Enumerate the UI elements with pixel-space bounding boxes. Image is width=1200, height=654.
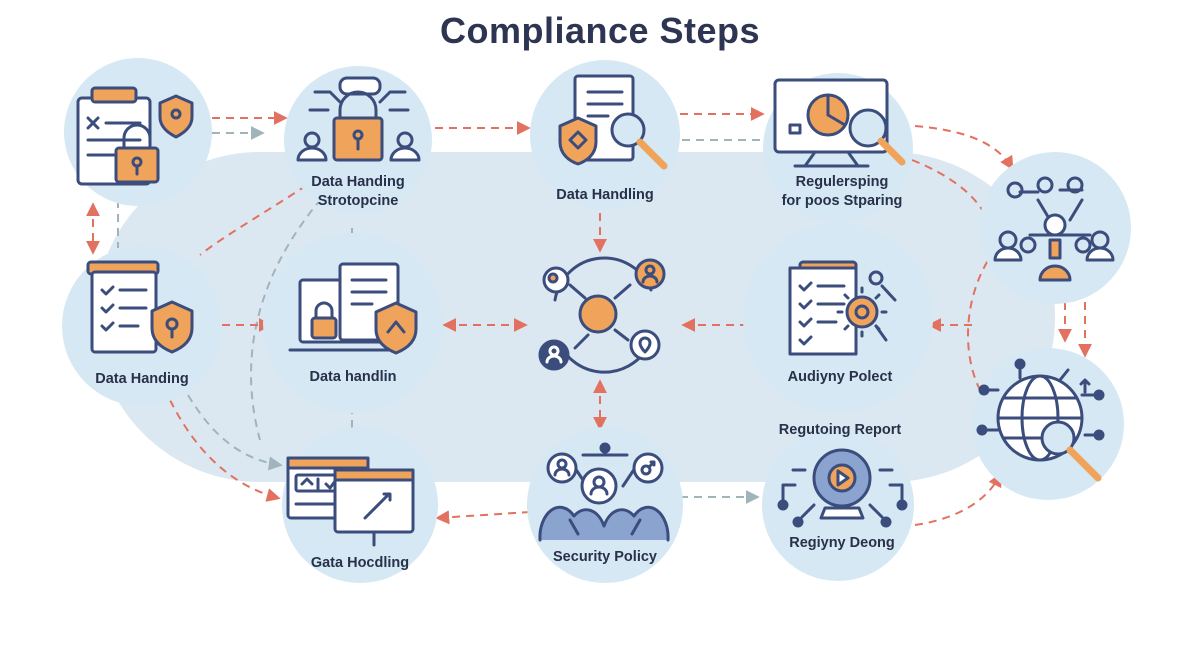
document-search-icon (558, 74, 668, 170)
checklist-shield-icon (86, 260, 194, 354)
page-title: Compliance Steps (439, 10, 761, 51)
team-meeting-icon (538, 442, 670, 542)
connector (199, 169, 331, 256)
network-lock-icon (296, 76, 421, 162)
crystal-ball-icon (777, 448, 908, 528)
connector (914, 125, 1014, 171)
presentation-board-icon (286, 456, 415, 547)
node-label-audiyny-polect: Audiyny Polect (787, 369, 893, 385)
central-hub-icon (538, 256, 666, 374)
connector (169, 399, 281, 502)
connector (914, 472, 1002, 526)
node-label-regulersping: Regulersping for poos Stparing (781, 174, 903, 209)
node-label-data-handing-strotopcine: Data Handing Strotopcine (311, 174, 405, 209)
globe-search-icon (976, 358, 1105, 482)
node-label-data-handing: Data Handing (95, 371, 189, 387)
node-label-data-handlin: Data handlin (309, 369, 397, 385)
clipboard-lock-icon (76, 86, 194, 186)
node-label-gata-hocdling: Gata Hocdling (310, 555, 410, 571)
node-label-security-policy: Security Policy (553, 549, 657, 565)
monitor-search-icon (773, 78, 906, 168)
node-label-regiyny-deong: Regiyny Deong (789, 535, 895, 551)
connector (250, 177, 341, 441)
floating-label-regutoing-report: Regutoing Report (778, 422, 902, 438)
laptop-document-shield-icon (288, 262, 418, 355)
connector (967, 249, 996, 391)
node-label-data-handling: Data Handling (556, 187, 654, 203)
connector (435, 510, 531, 525)
checklist-gear-icon (788, 260, 897, 356)
connector (187, 394, 283, 471)
people-network-icon (993, 176, 1115, 282)
